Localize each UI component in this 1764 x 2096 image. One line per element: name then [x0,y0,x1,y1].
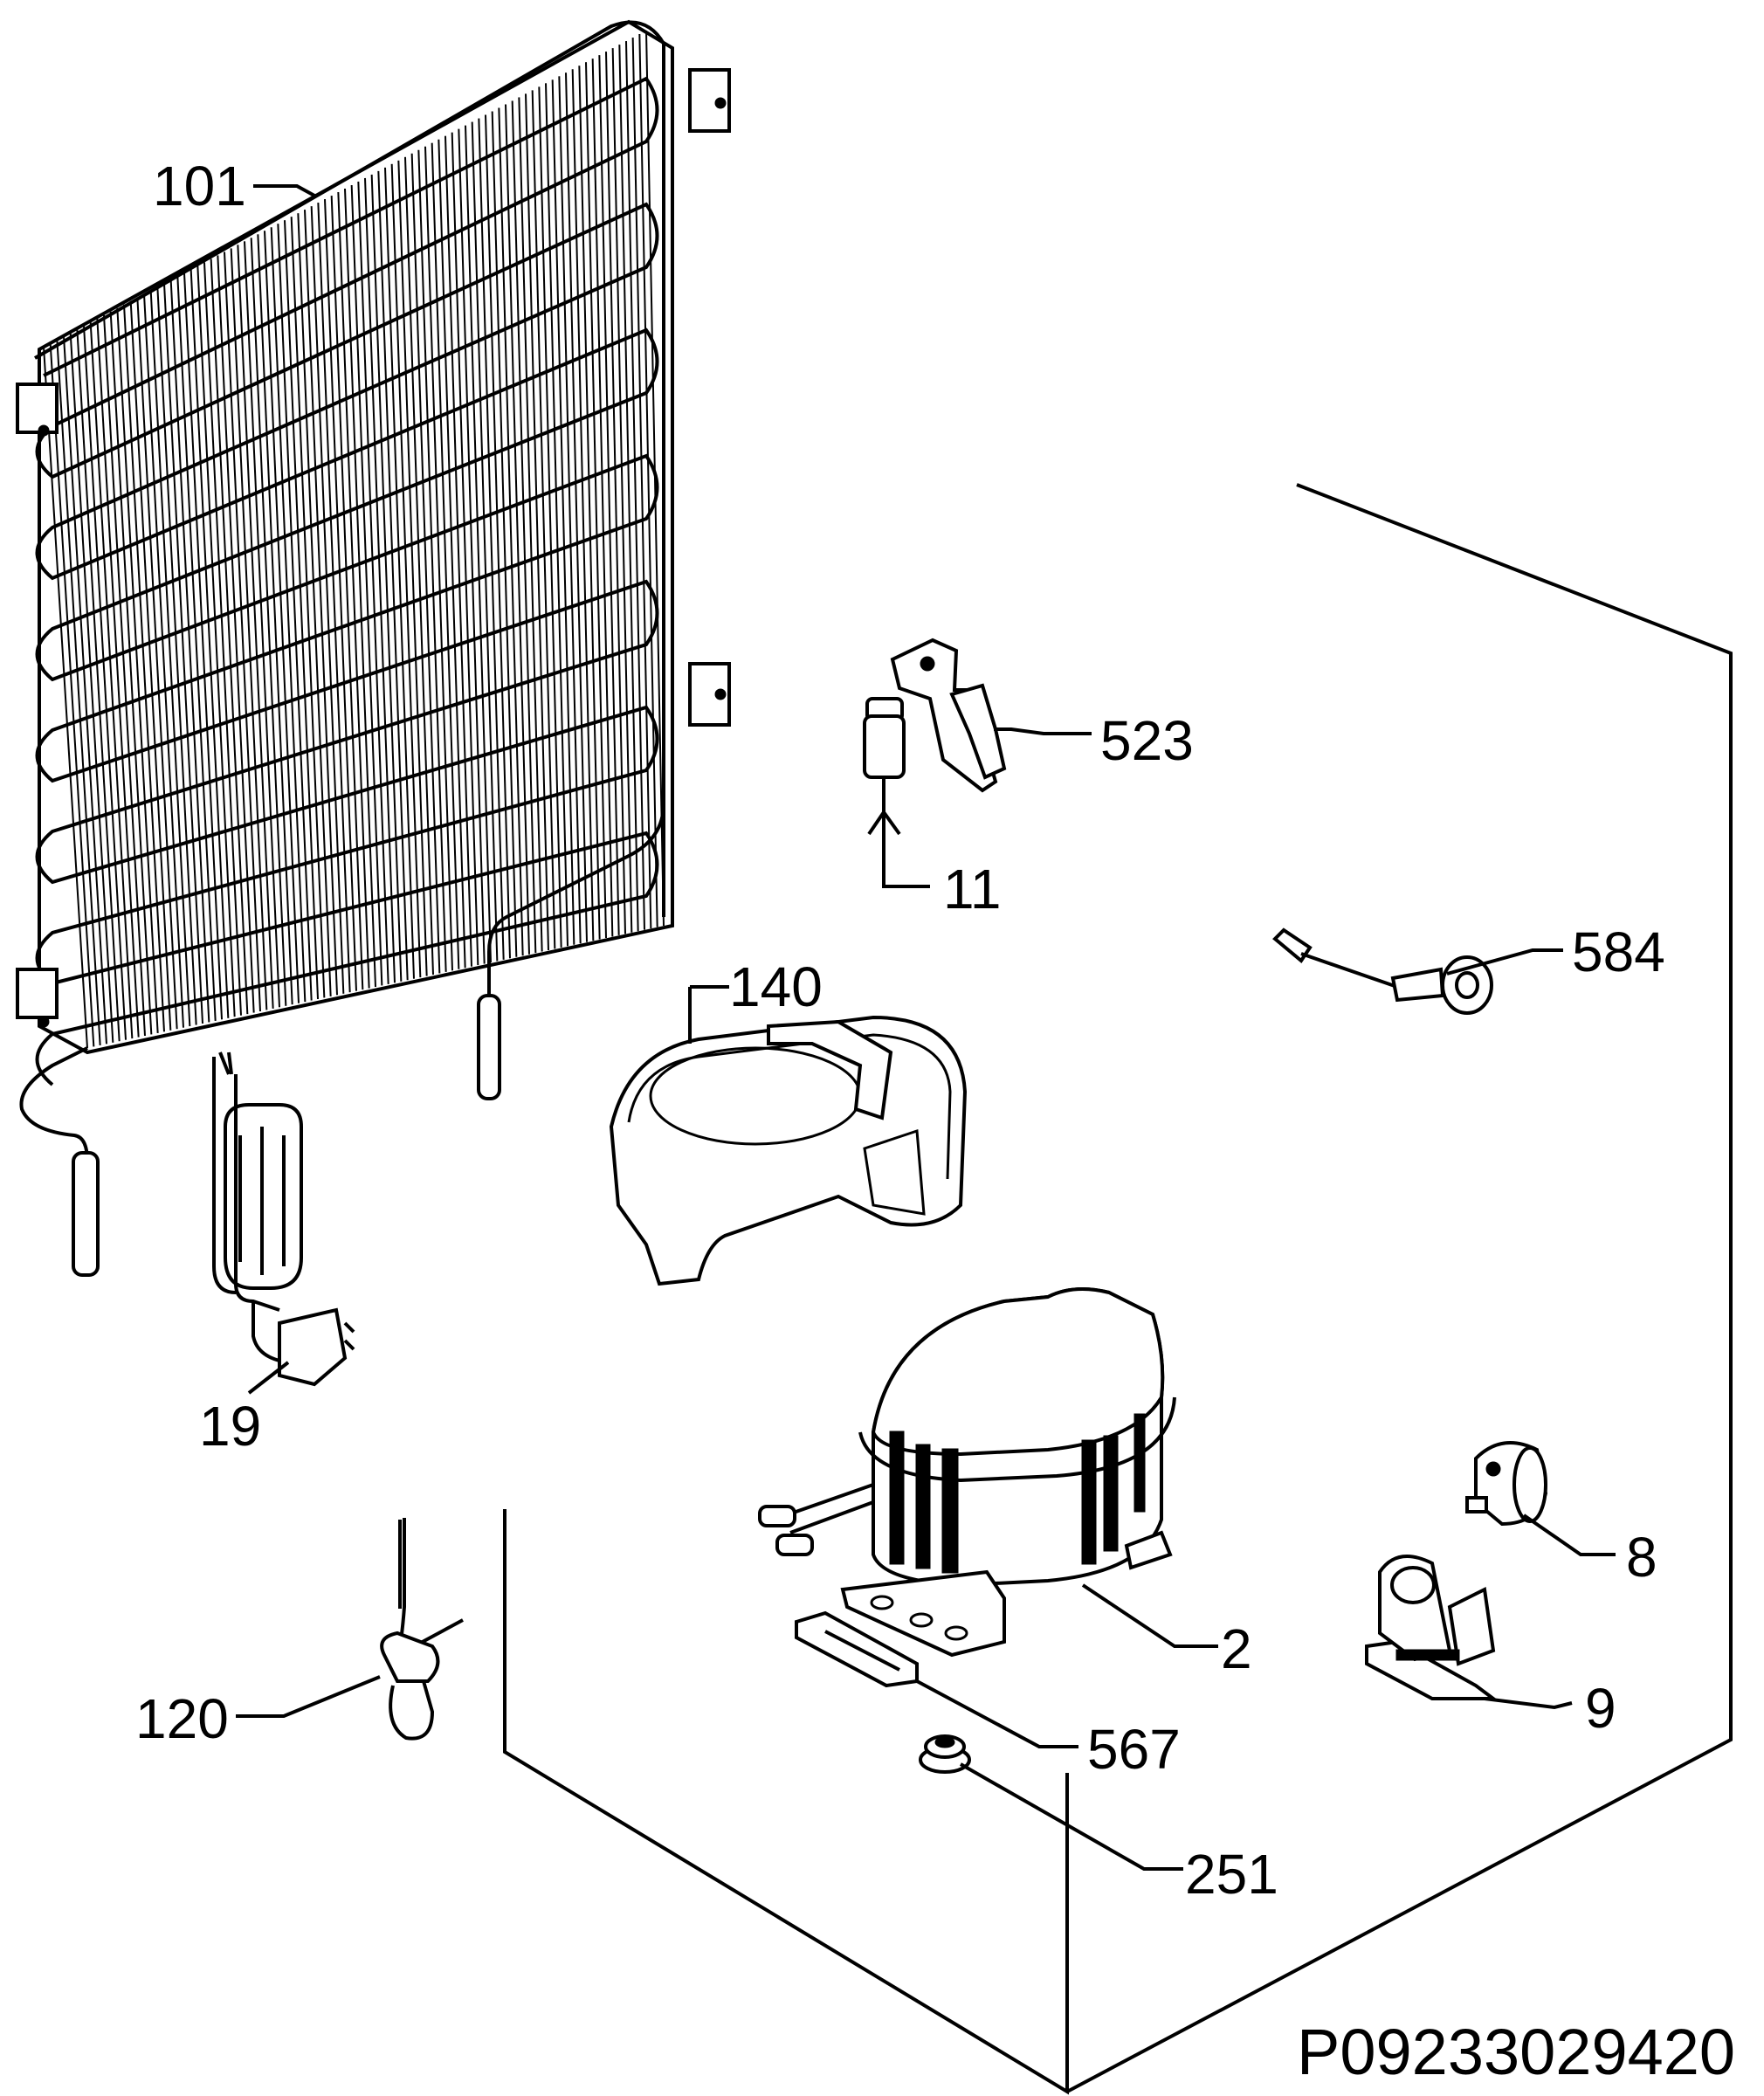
label-120: 120 [135,1687,229,1750]
label-584: 584 [1572,920,1665,983]
sensor-120 [380,1518,464,1741]
label-9: 9 [1585,1677,1616,1740]
leader-lines [236,184,1616,1871]
label-523: 523 [1100,709,1194,772]
reference-code: P09233029420 [1297,2016,1735,2088]
label-11: 11 [943,858,1001,920]
label-8: 8 [1626,1526,1657,1589]
grommet-251 [919,1734,971,1774]
label-140: 140 [729,955,823,1018]
label-19: 19 [199,1395,261,1458]
cabinet-outline [503,483,1733,2095]
label-101: 101 [153,155,246,217]
power-cord-19 [212,1051,355,1387]
valve-11 [863,697,906,837]
label-2: 2 [1221,1617,1252,1680]
compressor-2 [758,1287,1176,1658]
protector-8 [1465,1441,1548,1527]
condenser-101 [16,19,731,1277]
label-567: 567 [1087,1718,1181,1781]
drip-tray-140 [609,1015,968,1286]
bracket-523 [890,638,1007,793]
relay-9 [1365,1555,1499,1700]
part-labels: 101 523 11 584 140 19 8 2 9 120 567 251 [135,155,1665,1906]
label-251: 251 [1185,1843,1278,1906]
